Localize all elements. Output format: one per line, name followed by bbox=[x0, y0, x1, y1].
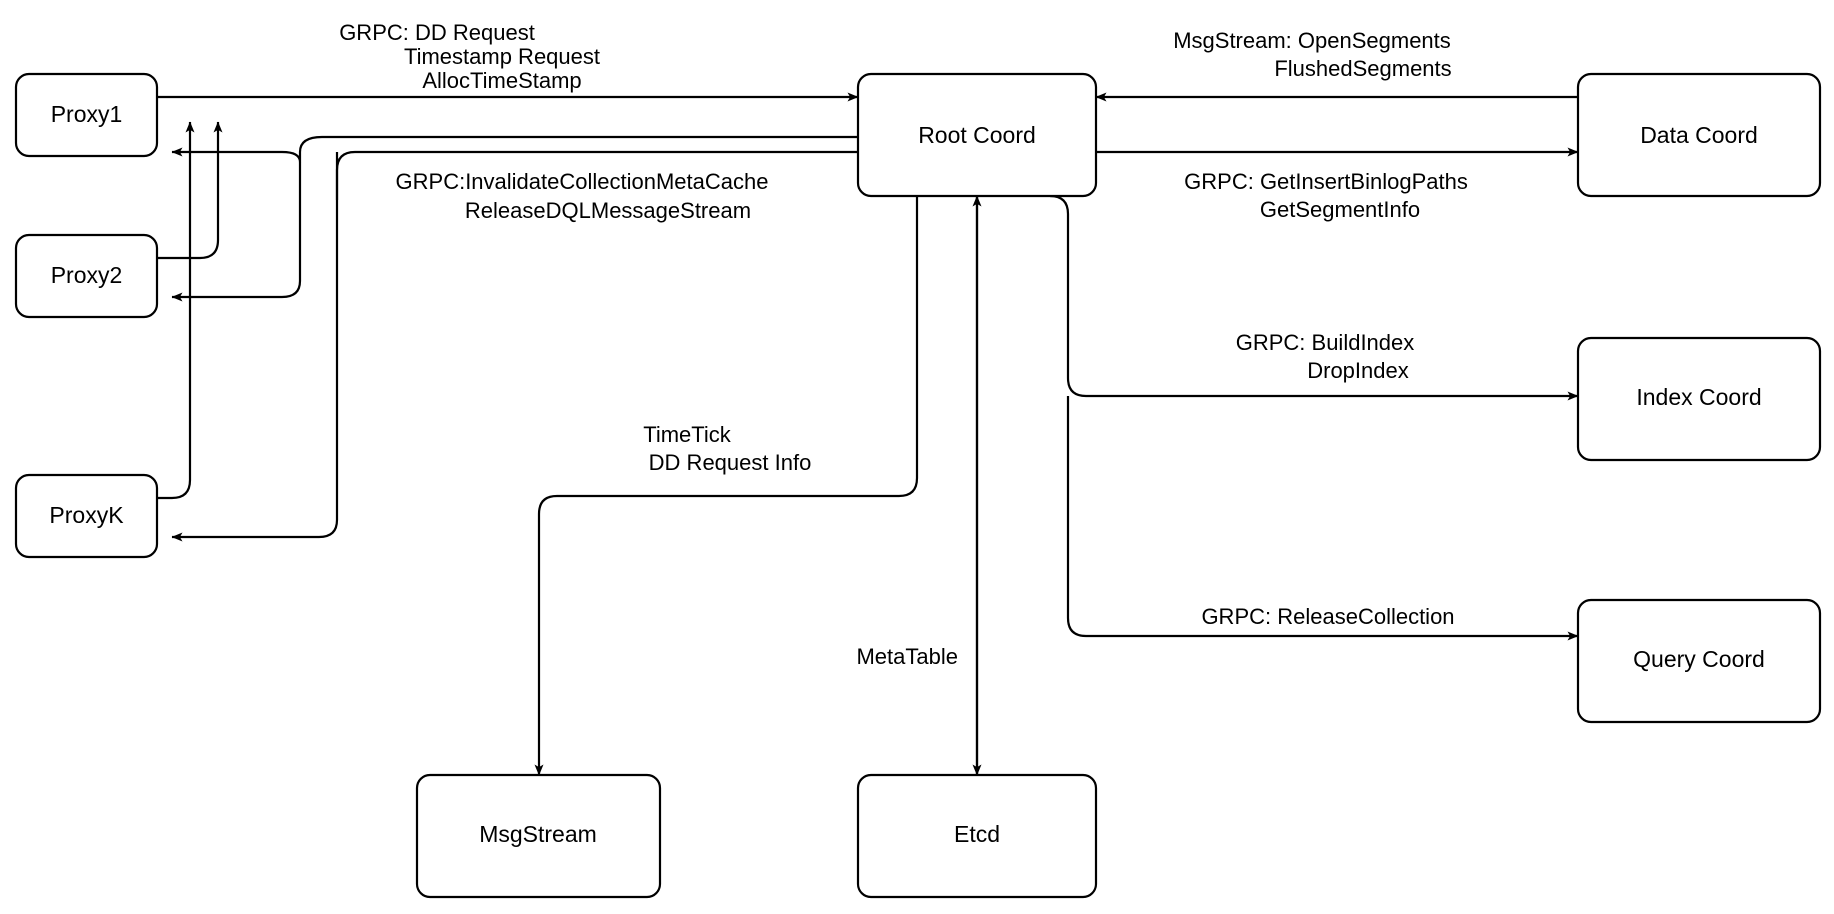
edge-label-proxies-to-rootcoord: GRPC: DD Request Timestamp Request Alloc… bbox=[339, 20, 600, 93]
node-proxyk[interactable]: ProxyK bbox=[14, 473, 159, 559]
edge-label-line: MetaTable bbox=[856, 644, 958, 669]
node-proxy1-box[interactable] bbox=[14, 72, 159, 158]
node-querycoord[interactable]: Query Coord bbox=[1576, 598, 1822, 724]
edge-label-rootcoord-to-datacoord: GRPC: GetInsertBinlogPaths GetSegmentInf… bbox=[1184, 169, 1468, 222]
edge-label-line: TimeTick bbox=[643, 422, 732, 447]
node-datacoord-label: Data Coord bbox=[1640, 122, 1758, 148]
node-msgstream-box[interactable] bbox=[415, 773, 662, 899]
node-indexcoord-label: Index Coord bbox=[1636, 384, 1761, 410]
edge-rootcoord-to-proxy1 bbox=[171, 135, 858, 164]
edge-label-line: GetSegmentInfo bbox=[1260, 197, 1420, 222]
node-proxyk-box[interactable] bbox=[14, 473, 159, 559]
edge-label-line: DropIndex bbox=[1307, 358, 1409, 383]
node-datacoord-box[interactable] bbox=[1576, 72, 1822, 198]
node-indexcoord-box[interactable] bbox=[1576, 336, 1822, 462]
edge-rootcoord-return-trunk bbox=[335, 150, 858, 200]
edge-label-rootcoord-to-msgstream: TimeTick DD Request Info bbox=[643, 422, 811, 475]
edge-label-line: GRPC: ReleaseCollection bbox=[1201, 604, 1454, 629]
edge-label-line: GRPC: BuildIndex bbox=[1236, 330, 1415, 355]
edge-label-rootcoord-etcd: MetaTable bbox=[856, 644, 958, 669]
node-rootcoord-box[interactable] bbox=[856, 72, 1098, 198]
edge-label-rootcoord-to-indexcoord: GRPC: BuildIndex DropIndex bbox=[1236, 330, 1415, 383]
node-proxy1-label: Proxy1 bbox=[51, 101, 123, 127]
edge-label-line: ReleaseDQLMessageStream bbox=[465, 198, 751, 223]
node-proxy2-label: Proxy2 bbox=[51, 262, 123, 288]
edge-label-line: GRPC:InvalidateCollectionMetaCache bbox=[396, 169, 769, 194]
edge-label-line: GRPC: GetInsertBinlogPaths bbox=[1184, 169, 1468, 194]
edge-label-line: DD Request Info bbox=[649, 450, 812, 475]
edge-rootcoord-to-proxyk bbox=[171, 152, 339, 542]
edge-label-rootcoord-to-proxies: GRPC:InvalidateCollectionMetaCache Relea… bbox=[396, 169, 769, 223]
node-rootcoord-label: Root Coord bbox=[918, 122, 1036, 148]
node-etcd-label: Etcd bbox=[954, 821, 1000, 847]
node-proxyk-label: ProxyK bbox=[49, 502, 124, 528]
edge-label-datacoord-to-rootcoord: MsgStream: OpenSegments FlushedSegments bbox=[1173, 28, 1451, 81]
edge-rootcoord-to-proxy2 bbox=[171, 162, 302, 302]
node-querycoord-box[interactable] bbox=[1576, 598, 1822, 724]
edge-label-line: MsgStream: OpenSegments bbox=[1173, 28, 1451, 53]
node-proxy1[interactable]: Proxy1 bbox=[14, 72, 159, 158]
edge-label-line: Timestamp Request bbox=[404, 44, 600, 69]
node-proxy2[interactable]: Proxy2 bbox=[14, 233, 159, 319]
edge-label-line: GRPC: DD Request bbox=[339, 20, 535, 45]
node-datacoord[interactable]: Data Coord bbox=[1576, 72, 1822, 198]
node-msgstream[interactable]: MsgStream bbox=[415, 773, 662, 899]
edge-label-line: AllocTimeStamp bbox=[422, 68, 581, 93]
edge-proxyk-to-riser bbox=[157, 121, 195, 500]
node-proxy2-box[interactable] bbox=[14, 233, 159, 319]
edge-label-rootcoord-to-querycoord: GRPC: ReleaseCollection bbox=[1201, 604, 1454, 629]
node-querycoord-label: Query Coord bbox=[1633, 646, 1765, 672]
edge-rootcoord-to-indexcoord bbox=[1049, 194, 1579, 401]
edge-rootcoord-to-msgstream bbox=[534, 196, 919, 776]
node-rootcoord[interactable]: Root Coord bbox=[856, 72, 1098, 198]
node-msgstream-label: MsgStream bbox=[479, 821, 597, 847]
node-indexcoord[interactable]: Index Coord bbox=[1576, 336, 1822, 462]
node-etcd-box[interactable] bbox=[856, 773, 1098, 899]
edge-proxy2-to-riser bbox=[157, 121, 223, 260]
edge-label-line: FlushedSegments bbox=[1274, 56, 1451, 81]
node-etcd[interactable]: Etcd bbox=[856, 773, 1098, 899]
edge-rootcoord-to-querycoord bbox=[1066, 396, 1579, 641]
